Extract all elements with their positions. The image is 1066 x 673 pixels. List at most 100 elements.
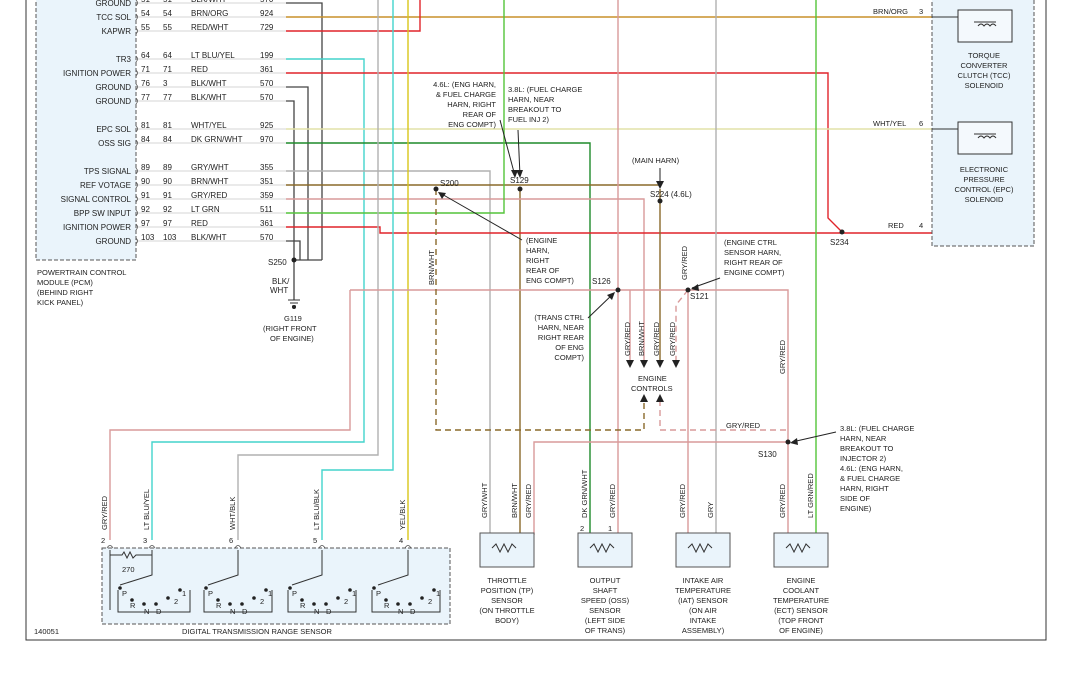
note-s130: & FUEL CHARGE: [840, 474, 900, 483]
sensor-caption: COOLANT: [783, 586, 820, 595]
pcm-pin-color: BLK/WHT: [191, 0, 227, 4]
pcm-pin-name: EPC SOL: [96, 125, 131, 134]
dtr-letter: D: [410, 607, 416, 616]
dtr-contact-dot: [384, 598, 388, 602]
pcm-caption-line4: KICK PANEL): [37, 298, 84, 307]
dtr-contact-dot: [118, 586, 122, 590]
pin-wht-yel: 6: [919, 119, 923, 128]
pcm-pin-name: KAPWR: [102, 27, 132, 36]
pcm-pin-color: BLK/WHT: [191, 79, 227, 88]
note-trans-ctrl: OF ENG: [555, 343, 584, 352]
dtr-letter: N: [144, 607, 149, 616]
sensor-caption: TEMPERATURE: [675, 586, 731, 595]
dtr-switch-icons: [109, 550, 441, 613]
dtr-letter: 2: [260, 597, 264, 606]
sensor-caption: INTAKE AIR: [683, 576, 724, 585]
dtr-contact-dot: [408, 602, 412, 606]
dtr-pin-number: 6: [229, 536, 233, 545]
dtr-contact-dot: [130, 598, 134, 602]
dtr-letter: R: [216, 601, 222, 610]
dtr-contact-dot: [420, 596, 424, 600]
dtr-contact-dot: [300, 598, 304, 602]
sensor-wire-label: GRY/RED: [678, 483, 687, 518]
pcm-pin-circuit: 729: [260, 23, 274, 32]
tcc-solenoid-icon: [932, 9, 1013, 43]
pcm-pin-bracket: [135, 0, 138, 7]
sensor-caption: (LEFT SIDE: [585, 616, 625, 625]
pcm-pin-color: BRN/ORG: [191, 9, 228, 18]
pin-brn-org: 3: [919, 7, 923, 16]
splice-s234: S234: [830, 238, 849, 247]
pcm-pin-name: SIGNAL CONTROL: [61, 195, 132, 204]
pcm-pin-b: 81: [163, 121, 172, 130]
pcm-pin-color: RED: [191, 219, 208, 228]
note-trans-ctrl: RIGHT REAR: [538, 333, 585, 342]
pcm-pin-a: 97: [141, 219, 150, 228]
sensor-wire-label: GRY: [706, 502, 715, 518]
dashed-wire-routes: [435, 189, 788, 431]
dtr-contact-dot: [432, 588, 436, 592]
pcm-pin-a: 77: [141, 93, 150, 102]
pcm-pin-circuit: 924: [260, 9, 274, 18]
pcm-pin-a: 54: [141, 9, 150, 18]
sensor-element-icon: [785, 542, 811, 554]
pcm-pin-circuit: 361: [260, 219, 274, 228]
pcm-pin-name: BPP SW INPUT: [74, 209, 131, 218]
dtr-contact-dot: [372, 586, 376, 590]
pcm-pin-color: RED/WHT: [191, 23, 228, 32]
dtr-letter: N: [314, 607, 319, 616]
note-engine-ctrl: SENSOR HARN,: [724, 248, 781, 257]
sensor-caption: OF ENGINE): [779, 626, 823, 635]
dtr-contact-dot: [336, 596, 340, 600]
pcm-pin-b: 89: [163, 163, 172, 172]
sensor-box: [479, 532, 535, 568]
dtr-wire-label: YEL/BLK: [398, 500, 407, 530]
pcm-connector-pins: GROUND5151BLK/WHT570TCC SOL5454BRN/ORG92…: [61, 0, 286, 246]
tcc-caption: TORQUE: [968, 51, 1000, 60]
dtr-letter: P: [376, 589, 381, 598]
pcm-pin-b: 55: [163, 23, 172, 32]
note-engine-ctrl: (ENGINE CTRL: [724, 238, 777, 247]
note-s130: BREAKOUT TO: [840, 444, 894, 453]
pcm-pin-b: 103: [163, 233, 177, 242]
pcm-pin-a: 81: [141, 121, 150, 130]
dtr-letter: P: [292, 589, 297, 598]
pcm-pin-bracket: [135, 69, 138, 77]
sensor-element-icon: [687, 542, 713, 554]
sensor-pin: 1: [608, 524, 612, 533]
pcm-pin-color: LT BLU/YEL: [191, 51, 235, 60]
note-s130: INJECTOR 2): [840, 454, 887, 463]
pcm-pin-circuit: 570: [260, 0, 274, 4]
pcm-pin-bracket: [135, 55, 138, 63]
pcm-pin-color: GRY/RED: [191, 191, 228, 200]
dtr-contact-dot: [312, 602, 316, 606]
pcm-pin-circuit: 570: [260, 233, 274, 242]
ground-wires: [286, 2, 323, 300]
dtr-contact-dot: [178, 588, 182, 592]
pcm-pin-color: WHT/YEL: [191, 121, 227, 130]
sensor-caption: ASSEMBLY): [682, 626, 725, 635]
pcm-pin-a: 91: [141, 191, 150, 200]
note-s130: HARN, NEAR: [840, 434, 887, 443]
pcm-pin-a: 103: [141, 233, 155, 242]
sensor-wire-label: DK GRN/WHT: [580, 469, 589, 518]
note-eng-harn: 4.6L: (ENG HARN,: [433, 80, 496, 89]
note-engine-harn: ENG COMPT): [526, 276, 574, 285]
note-trans-ctrl: (TRANS CTRL: [534, 313, 584, 322]
annotation-leaders: [439, 119, 837, 443]
dtr-resistor-value: 270: [122, 565, 135, 574]
note-s130: 3.8L: (FUEL CHARGE: [840, 424, 914, 433]
pcm-pin-b: 3: [163, 79, 168, 88]
dtr-wire-label: GRY/RED: [100, 495, 109, 530]
pcm-pin-color: RED: [191, 65, 208, 74]
pcm-pin-b: 51: [163, 0, 172, 4]
pcm-caption-line3: (BEHIND RIGHT: [37, 288, 94, 297]
pcm-pin-b: 91: [163, 191, 172, 200]
pcm-pin-b: 84: [163, 135, 172, 144]
pcm-pin-color: DK GRN/WHT: [191, 135, 243, 144]
pcm-pin-a: 92: [141, 205, 150, 214]
